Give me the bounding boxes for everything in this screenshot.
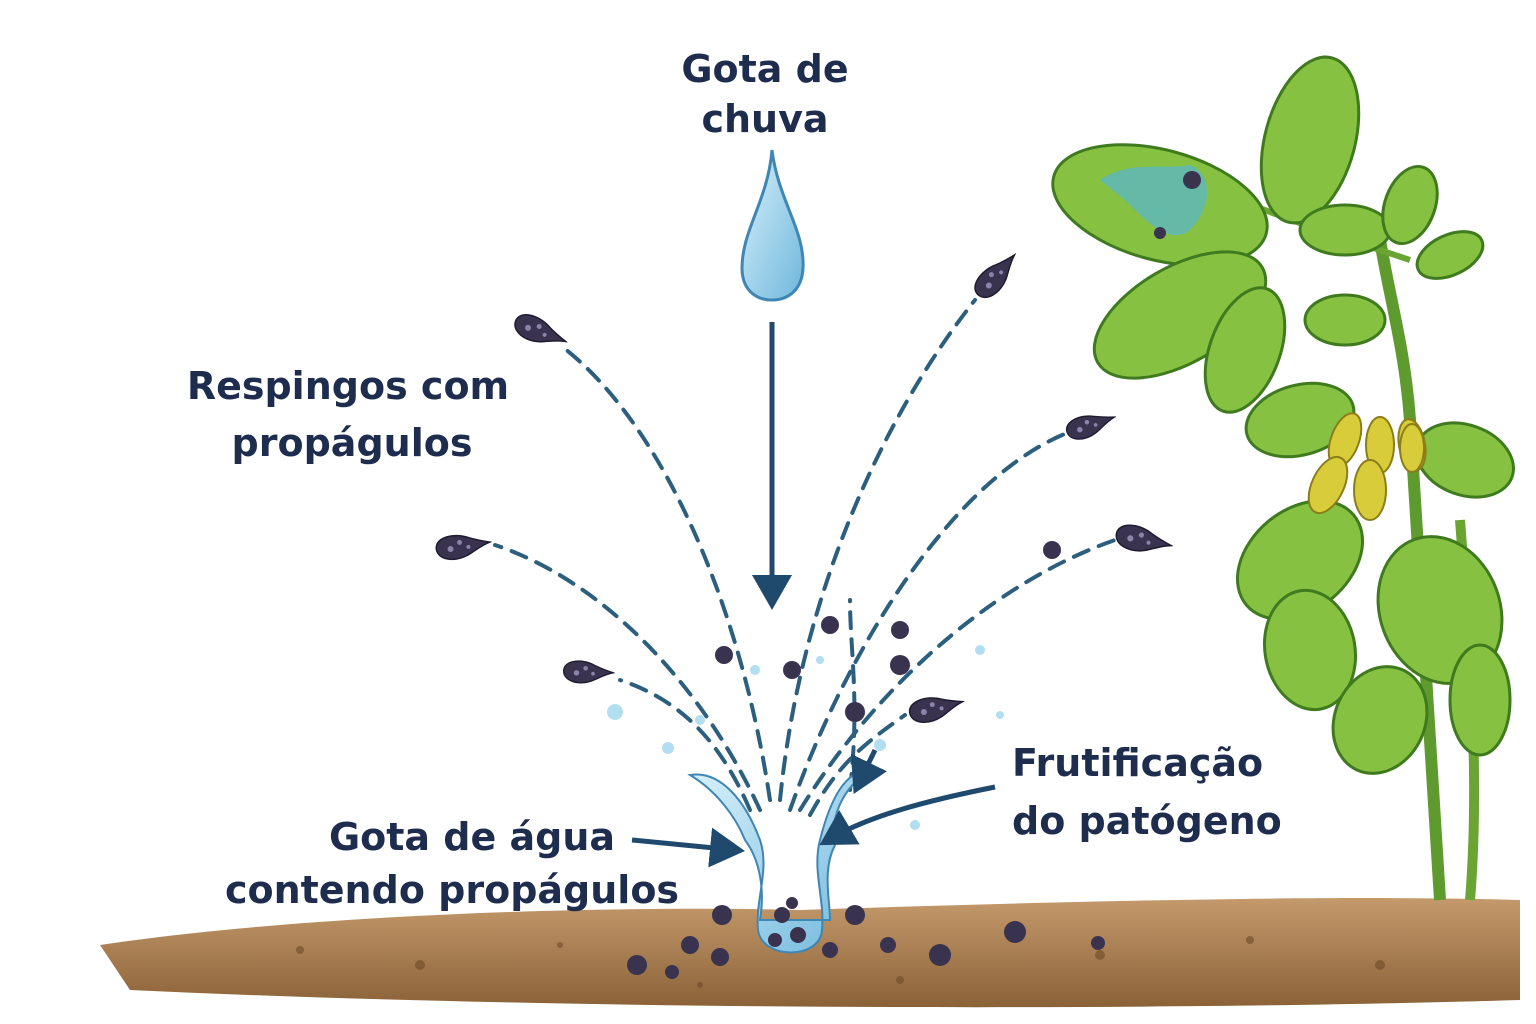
infected-spot bbox=[1100, 165, 1207, 236]
water-drop-label-line1: Gota de água bbox=[329, 815, 615, 859]
fruiting-arrow bbox=[819, 784, 996, 846]
splash-trails bbox=[493, 298, 1117, 817]
soybean-pods bbox=[1307, 412, 1427, 521]
fruiting-label-line1: Frutificação bbox=[1012, 741, 1263, 785]
soil-propagules bbox=[627, 905, 1105, 979]
fruiting-arrow-2 bbox=[850, 748, 887, 794]
raindrop-icon bbox=[740, 149, 805, 302]
splashes-label-line2: propágulos bbox=[232, 421, 473, 465]
raindrop-label-line2: chuva bbox=[701, 97, 828, 141]
water-drop-with-propagules bbox=[687, 768, 874, 954]
fruiting-label-line2: do patógeno bbox=[1012, 799, 1282, 843]
flying-propagules bbox=[433, 245, 1175, 727]
soil bbox=[100, 898, 1520, 1008]
water-spray bbox=[607, 645, 1004, 830]
water-drop-arrow bbox=[631, 827, 745, 868]
soybean-plant bbox=[1051, 55, 1515, 901]
water-drop-label-line2: contendo propágulos bbox=[225, 868, 679, 912]
raindrop-label-line1: Gota de bbox=[681, 47, 848, 91]
splashes-label-line1: Respingos com bbox=[187, 364, 509, 408]
